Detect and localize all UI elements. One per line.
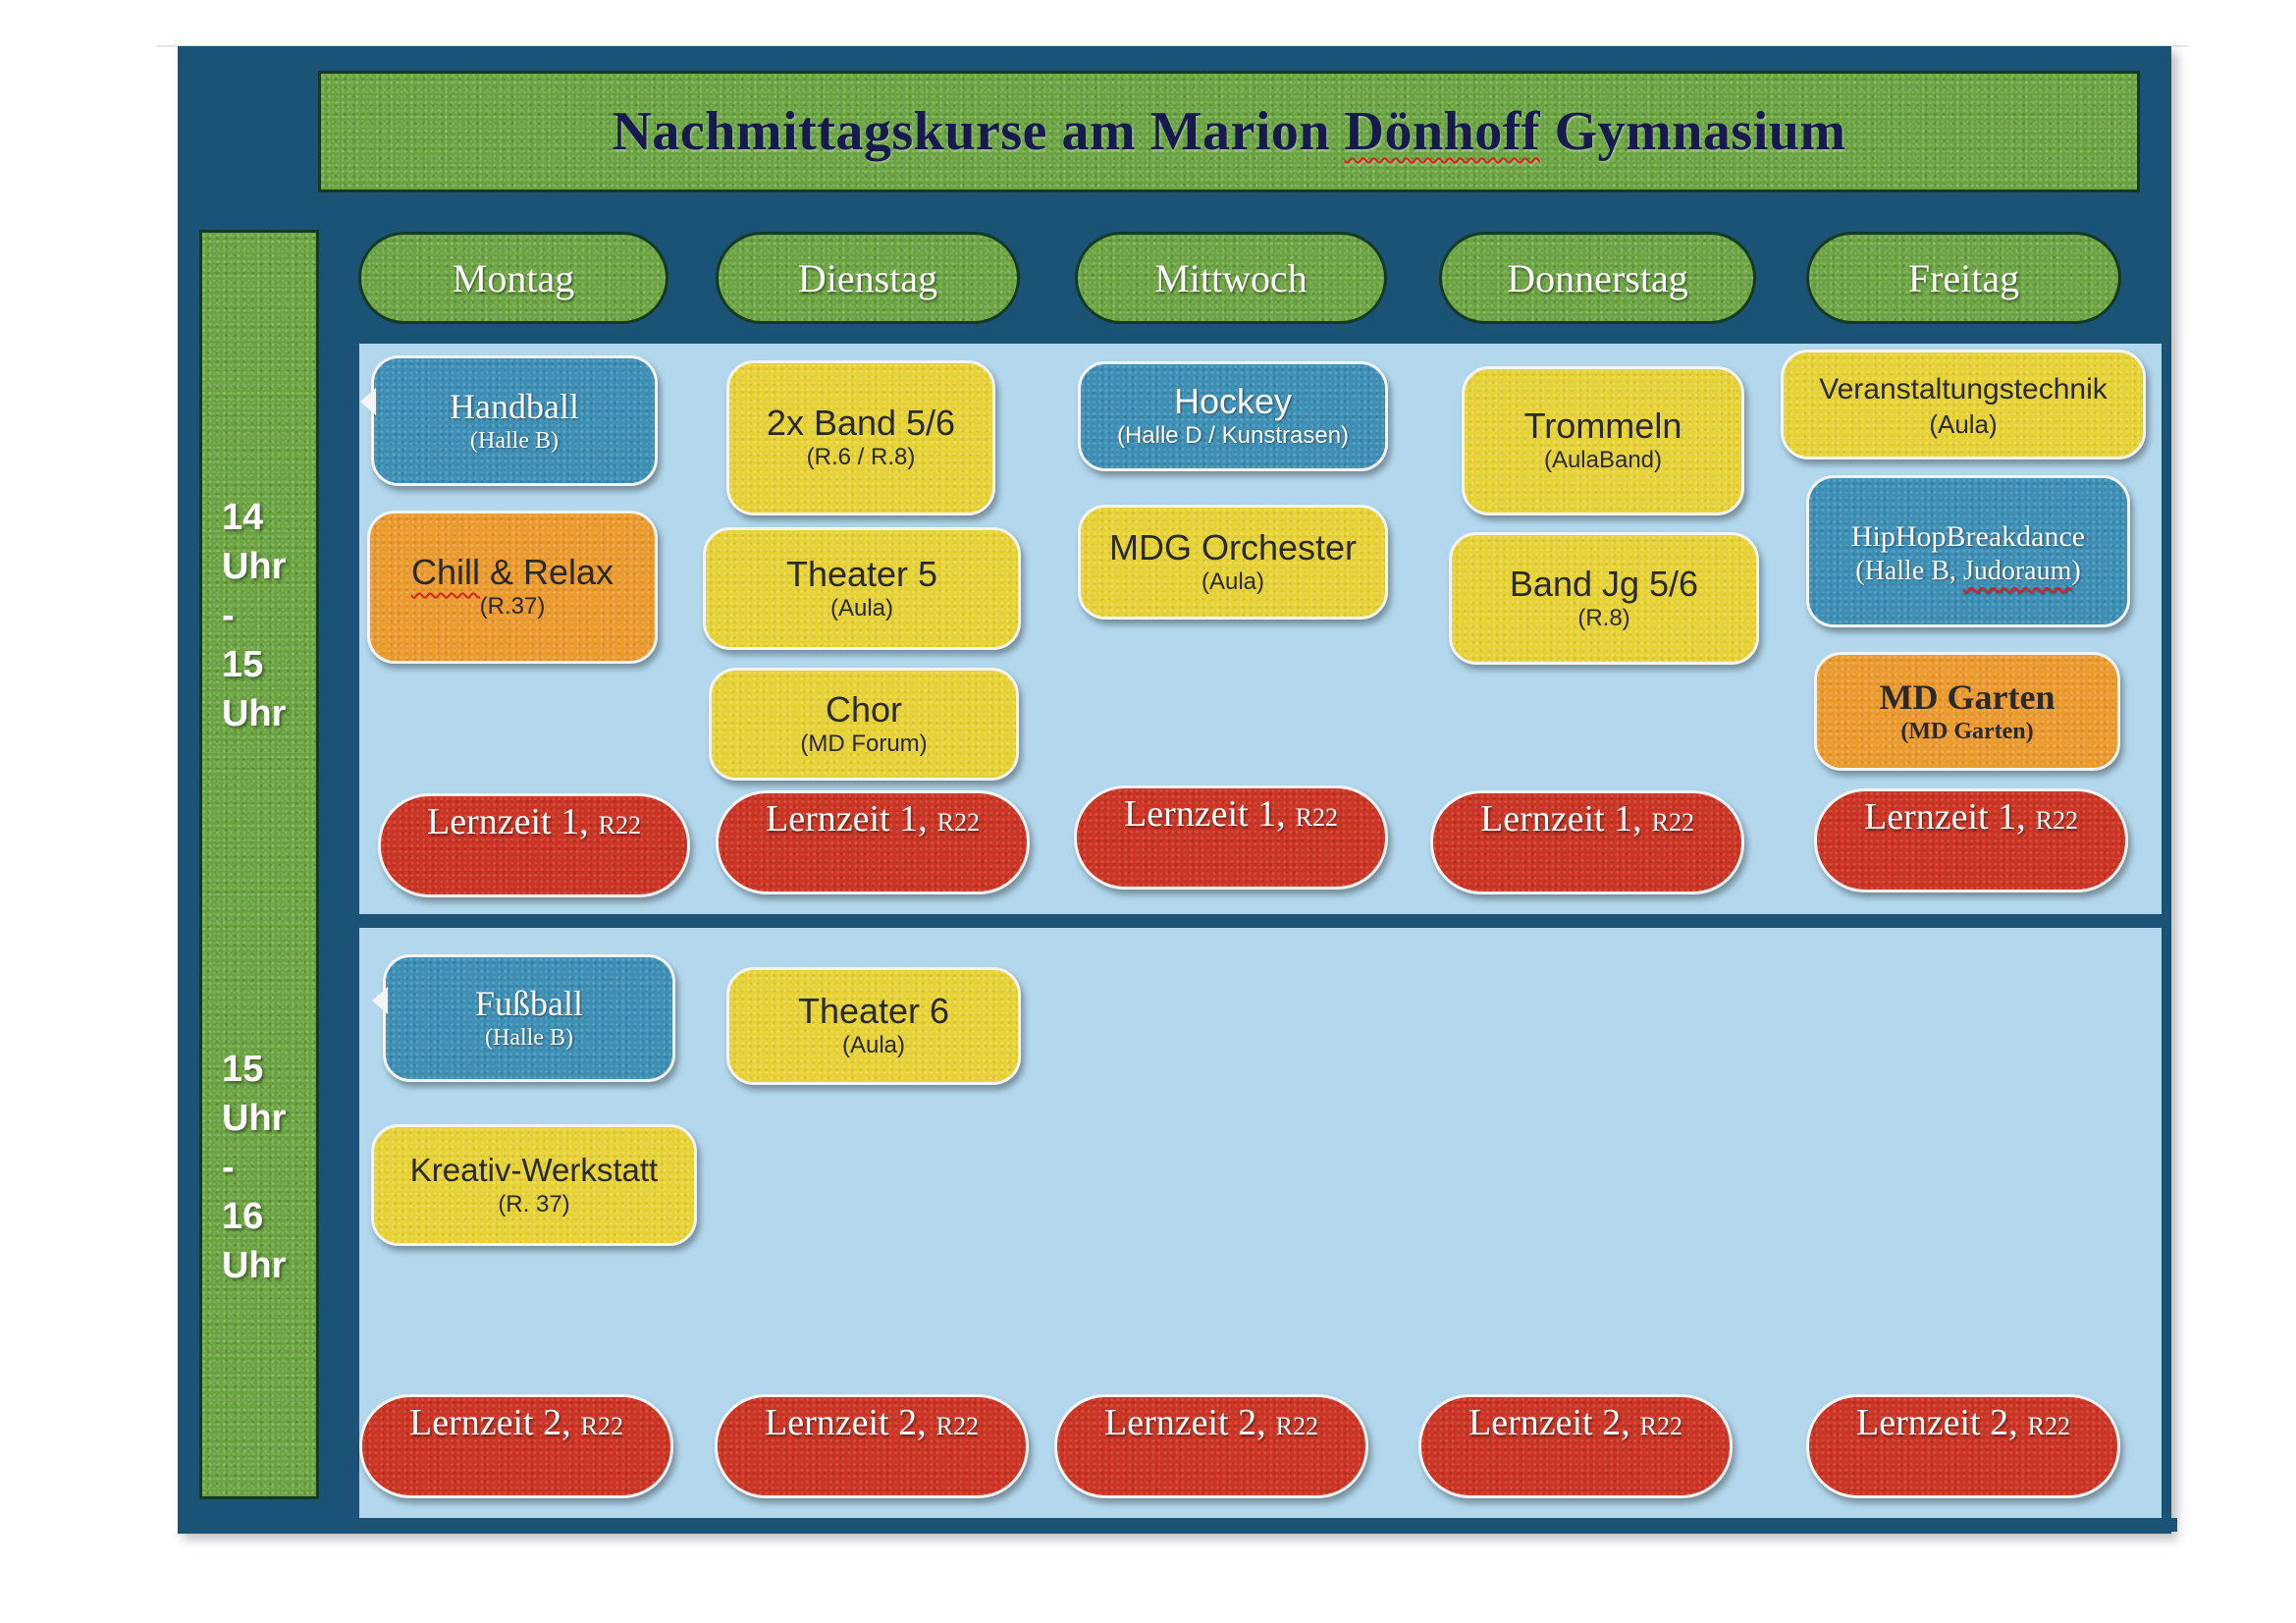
course-band-jg-5-6[interactable]: Band Jg 5/6 (R.8)	[1449, 532, 1759, 665]
course-hiphopbreakdance[interactable]: HipHopBreakdance (Halle B, Judoraum)	[1806, 475, 2130, 627]
course-chor[interactable]: Chor (MD Forum)	[709, 668, 1019, 781]
lernzeit-1-dienstag[interactable]: Lernzeit 1,R22	[716, 790, 1030, 894]
course-trommeln[interactable]: Trommeln (AulaBand)	[1462, 366, 1744, 515]
time-slot-2-label: 15 Uhr - 16 Uhr	[222, 1049, 287, 1286]
lernzeit-1-montag[interactable]: Lernzeit 1,R22	[378, 793, 690, 897]
bottom-rule	[359, 1518, 2177, 1532]
lernzeit-2-montag[interactable]: Lernzeit 2,R22	[359, 1394, 673, 1498]
course-chill-relax[interactable]: Chill & Relax (R.37)	[367, 511, 658, 664]
course-md-garten[interactable]: MD Garten (MD Garten)	[1814, 652, 2120, 771]
day-header-montag: Montag	[358, 232, 668, 324]
course-veranstaltungstechnik[interactable]: Veranstaltungstechnik (Aula)	[1781, 350, 2146, 460]
slot-divider	[359, 914, 2169, 928]
time-column: 14 Uhr - 15 Uhr 15 Uhr - 16 Uhr	[199, 230, 319, 1499]
spellcheck-flagged-word[interactable]: Chill	[410, 552, 480, 592]
callout-tail	[360, 388, 376, 415]
day-header-mittwoch: Mittwoch	[1075, 232, 1387, 324]
day-header-donnerstag: Donnerstag	[1439, 232, 1756, 324]
lernzeit-1-donnerstag[interactable]: Lernzeit 1,R22	[1430, 790, 1744, 894]
course-kreativ-werkstatt[interactable]: Kreativ-Werkstatt (R. 37)	[371, 1124, 697, 1246]
lernzeit-2-donnerstag[interactable]: Lernzeit 2,R22	[1418, 1394, 1733, 1498]
callout-tail	[372, 987, 388, 1014]
day-header-dienstag: Dienstag	[716, 232, 1020, 324]
day-header-freitag: Freitag	[1806, 232, 2121, 324]
course-band-5-6[interactable]: 2x Band 5/6 (R.6 / R.8)	[726, 360, 995, 515]
time-slot-1-label: 14 Uhr - 15 Uhr	[222, 497, 287, 734]
lernzeit-1-freitag[interactable]: Lernzeit 1,R22	[1814, 788, 2128, 893]
lernzeit-2-mittwoch[interactable]: Lernzeit 2,R22	[1054, 1394, 1368, 1498]
title-banner: Nachmittagskurse am Marion Dönhoff Gymna…	[318, 71, 2140, 192]
lernzeit-2-freitag[interactable]: Lernzeit 2,R22	[1806, 1394, 2120, 1498]
course-mdg-orchester[interactable]: MDG Orchester (Aula)	[1078, 505, 1388, 620]
page-title: Nachmittagskurse am Marion Dönhoff Gymna…	[612, 101, 1846, 162]
spellcheck-flagged-word[interactable]: Judoraum	[1962, 555, 2072, 586]
lernzeit-1-mittwoch[interactable]: Lernzeit 1,R22	[1074, 785, 1388, 890]
spellcheck-flagged-word[interactable]: Dönhoff	[1344, 101, 1541, 162]
course-fussball[interactable]: Fußball (Halle B)	[372, 954, 675, 1082]
course-handball[interactable]: Handball (Halle B)	[360, 355, 658, 486]
course-theater-6[interactable]: Theater 6 (Aula)	[726, 967, 1021, 1085]
lernzeit-2-dienstag[interactable]: Lernzeit 2,R22	[715, 1394, 1029, 1498]
course-theater-5[interactable]: Theater 5 (Aula)	[703, 527, 1021, 650]
course-hockey[interactable]: Hockey (Halle D / Kunstrasen)	[1078, 361, 1388, 471]
